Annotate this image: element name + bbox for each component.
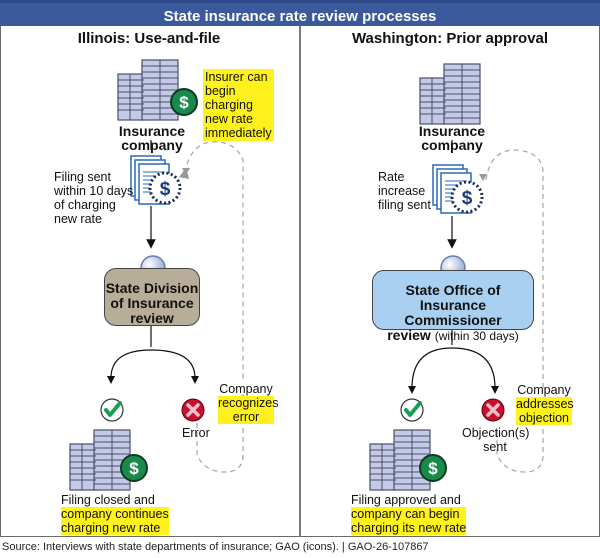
dollar-icon	[120, 454, 148, 482]
loop-label: Company recognizes error	[218, 382, 279, 424]
company-label-line: company	[421, 137, 483, 153]
note-line: immediately	[205, 126, 272, 140]
loop-label-line: objection	[516, 411, 572, 425]
company-label-line: Insurance	[118, 123, 186, 139]
filing-label-line: new rate	[54, 212, 102, 226]
filing-label: Filing sent within 10 days of charging n…	[54, 170, 133, 226]
note-line: Insurer can	[205, 70, 268, 84]
dollar-icon	[170, 88, 198, 116]
review-duration: (within 30 days)	[434, 329, 519, 343]
insurer-note: Insurer can begin charging new rate imme…	[203, 69, 274, 141]
note-line: charging	[205, 98, 253, 112]
illinois-heading: Illinois: Use-and-file	[77, 30, 221, 47]
x-icon	[180, 397, 206, 423]
loop-label-line: Company	[517, 383, 571, 397]
filing-label-line: Rate	[378, 170, 405, 184]
objection-label: Objection(s) sent	[462, 426, 530, 454]
company-label-line: company	[121, 137, 183, 153]
document-stack-icon	[129, 154, 182, 206]
filing-label-line: of charging	[54, 198, 116, 212]
building-icon	[369, 429, 431, 491]
source-note: Source: Interviews with state department…	[2, 541, 429, 553]
document-stack-icon	[431, 163, 484, 215]
final-line: Filing approved and	[351, 493, 461, 507]
panel-divider	[299, 26, 301, 536]
review-line: of Insurance	[110, 295, 194, 311]
objection-line: sent	[483, 440, 507, 454]
building-icon	[117, 59, 179, 121]
filing-label: Rate increase filing sent	[378, 170, 431, 212]
building-icon	[419, 63, 481, 125]
final-outcome-label: Filing approved and company can begin ch…	[351, 493, 467, 535]
x-icon	[480, 397, 506, 423]
review-line: review	[130, 310, 174, 326]
loop-label-line: recognizes	[218, 396, 279, 410]
note-line: new rate	[205, 112, 253, 126]
building-icon	[69, 429, 131, 491]
loop-label-line: addresses	[516, 397, 574, 411]
filing-label-line: filing sent	[378, 198, 431, 212]
review-line: review	[387, 327, 431, 343]
washington-review-box: State Office of Insurance Commissioner r…	[372, 270, 534, 343]
loop-label: Company addresses objection	[516, 383, 574, 425]
company-label: Insurance company	[100, 124, 204, 152]
final-line: company continues	[61, 507, 169, 521]
objection-line: Objection(s)	[462, 426, 530, 440]
filing-label-line: within 10 days	[54, 184, 134, 198]
final-line: charging new rate	[61, 521, 169, 535]
company-label-line: Insurance	[418, 123, 486, 139]
review-line: Insurance Commissioner	[404, 297, 502, 328]
company-label: Insurance company	[400, 124, 504, 152]
illinois-review-box: State Division of Insurance review	[104, 268, 200, 326]
washington-heading: Washington: Prior approval	[351, 30, 549, 47]
review-line: State Division	[105, 280, 199, 296]
note-line: begin	[205, 84, 236, 98]
final-line: company can begin	[351, 507, 467, 521]
checkmark-icon	[399, 397, 425, 423]
final-line: charging its new rate	[351, 521, 467, 535]
final-outcome-label: Filing closed and company continues char…	[61, 493, 169, 535]
error-label: Error	[182, 426, 210, 440]
loop-label-line: error	[218, 410, 274, 424]
filing-label-line: increase	[378, 184, 426, 198]
final-line: Filing closed and	[61, 493, 155, 507]
figure-title: State insurance rate review processes	[0, 0, 600, 26]
loop-label-line: Company	[219, 382, 273, 396]
filing-label-line: Filing sent	[54, 170, 111, 184]
review-line: State Office of	[405, 282, 501, 298]
dollar-icon	[419, 454, 447, 482]
checkmark-icon	[99, 397, 125, 423]
